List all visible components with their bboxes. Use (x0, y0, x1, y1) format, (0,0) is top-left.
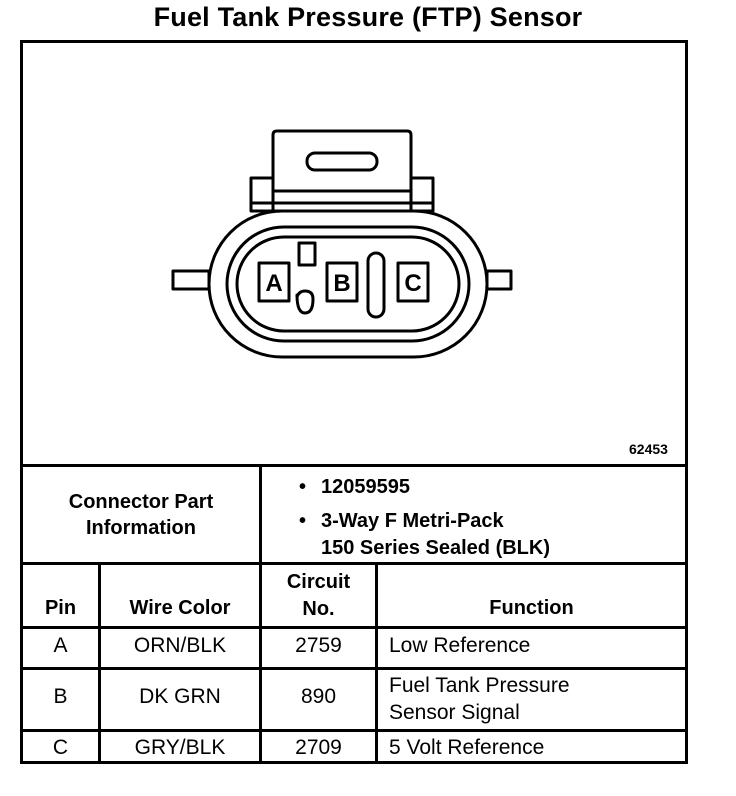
connector-info-item: • 12059595 (299, 474, 679, 501)
connector-type-line1: 3-Way F Metri-Pack (321, 510, 504, 532)
row-c-circuit: 2709 (295, 736, 342, 759)
connector-info-list: • 12059595 • 3-Way F Metri-Pack 150 Seri… (299, 474, 679, 562)
connector-info-label: Connector Part Information (23, 489, 259, 541)
right-ear (485, 269, 513, 291)
header-wire-color: Wire Color (129, 597, 231, 619)
connector-info-label-line1: Connector Part (68, 491, 214, 513)
pin-c-box (396, 261, 430, 303)
divider-bar (366, 251, 386, 319)
connector-info-label-line2: Information (86, 517, 196, 539)
rule-col-wire (259, 562, 262, 764)
rule-info-bottom (23, 562, 685, 565)
pin-b-box (325, 261, 359, 303)
row-a-wire-color: ORN/BLK (133, 634, 227, 657)
row-c-wire-color: GRY/BLK (134, 736, 226, 759)
row-b-function: Fuel Tank Pressure Sensor Signal (389, 674, 570, 724)
row-b-pin: B (53, 685, 68, 708)
header-pin: Pin (44, 597, 77, 619)
rule-row-b-bottom (23, 729, 685, 732)
rule-col-pin (98, 562, 101, 764)
row-a-function: Low Reference (389, 634, 531, 657)
row-a-pin: A (53, 634, 68, 657)
latch-slot (305, 151, 379, 172)
row-a-circuit: 2759 (295, 634, 342, 657)
polarization-bump (295, 289, 315, 315)
connector-info-item: • 3-Way F Metri-Pack 150 Series Sealed (… (299, 508, 679, 562)
key-tab (297, 241, 317, 267)
rule-row-a-bottom (23, 667, 685, 670)
row-c-pin: C (52, 736, 69, 759)
connector-drawing: A B C (171, 129, 513, 359)
pin-label-a: A (265, 270, 282, 297)
row-b-circuit: 890 (300, 685, 337, 708)
latch-shoulder-right (409, 176, 435, 213)
rule-diagram-bottom (23, 464, 685, 467)
pin-label-c: C (404, 270, 421, 297)
header-circuit: Circuit No. (286, 571, 351, 620)
pin-label-b: B (333, 270, 350, 297)
bullet-icon: • (299, 476, 307, 498)
connector-type-line2: 150 Series Sealed (BLK) (321, 537, 550, 559)
bullet-icon: • (299, 510, 307, 532)
rule-header-bottom (23, 626, 685, 629)
rule-col-circuit (375, 562, 378, 764)
rule-info-divider (259, 464, 262, 565)
left-ear (171, 269, 211, 291)
connector-diagram: A B C 62453 (23, 43, 685, 464)
latch-shoulder-left (249, 176, 275, 213)
row-b-wire-color: DK GRN (139, 685, 221, 708)
page-title: Fuel Tank Pressure (FTP) Sensor (153, 2, 583, 32)
diagram-frame: A B C 62453 Connector Part Information •… (20, 40, 688, 764)
row-c-function: 5 Volt Reference (389, 736, 545, 759)
figure-id: 62453 (629, 441, 668, 457)
header-function: Function (489, 597, 574, 619)
pin-a-box (257, 261, 291, 303)
